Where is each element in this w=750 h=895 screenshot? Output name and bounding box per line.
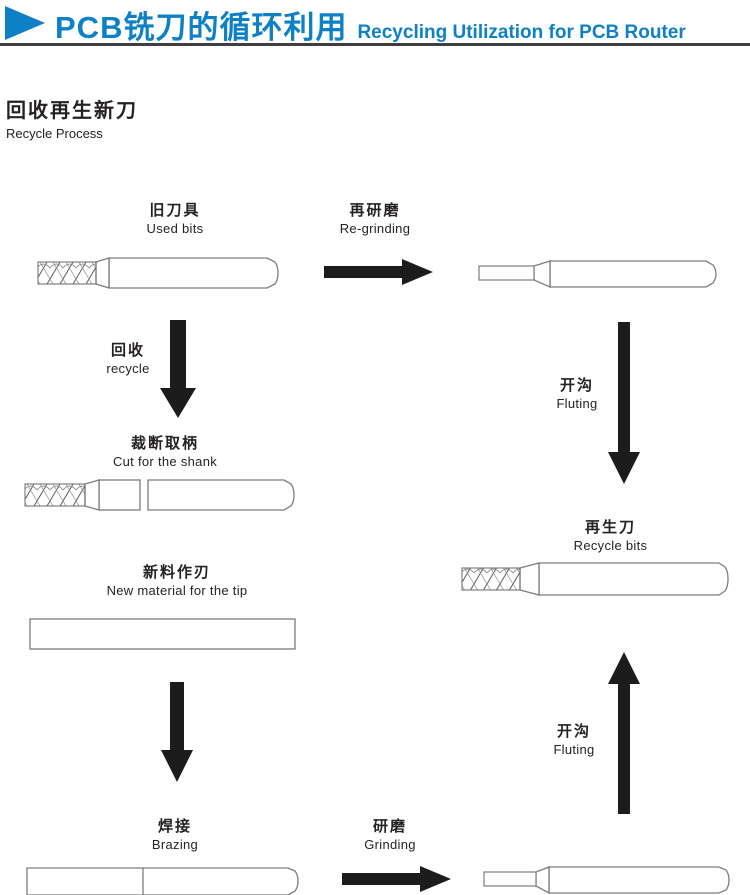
label-used-bits-zh: 旧刀具 [149, 202, 201, 219]
label-new-material-en: New material for the tip [106, 583, 248, 598]
label-new-material-zh: 新料作刃 [142, 564, 211, 581]
ground-bit-illustration [483, 866, 730, 895]
label-fluting-bottom-zh: 开沟 [556, 723, 591, 740]
brazing-down-arrow [161, 682, 193, 782]
fluting-down-arrow [608, 322, 640, 484]
brazed-rod-illustration [26, 867, 299, 895]
label-new-material: 新料作刃 New material for the tip [72, 563, 282, 600]
section-heading: 回收再生新刀 Recycle Process [6, 94, 138, 141]
recycle-down-arrow [160, 320, 196, 418]
label-fluting-bottom-en: Fluting [553, 742, 595, 757]
label-fluting-bottom: 开沟 Fluting [540, 722, 608, 759]
label-used-bits-en: Used bits [146, 221, 204, 236]
header-triangle-icon [5, 6, 45, 40]
label-recycle-zh: 回收 [110, 342, 145, 359]
label-fluting-top-zh: 开沟 [559, 377, 594, 394]
section-title-en: Recycle Process [6, 126, 103, 141]
regrinding-right-arrow [324, 259, 433, 285]
label-brazing-en: Brazing [151, 837, 199, 852]
label-cut-shank-zh: 裁断取柄 [130, 435, 199, 452]
page-title-zh: PCB铣刀的循环利用 [55, 10, 348, 45]
used-bit-illustration [37, 257, 279, 289]
header-divider [0, 43, 750, 46]
label-regrinding: 再研磨 Re-grinding [310, 201, 440, 238]
new-material-rod-illustration [29, 618, 296, 650]
label-grinding: 研磨 Grinding [325, 817, 455, 854]
reground-bit-illustration [478, 260, 717, 288]
label-recycle-bits-zh: 再生刀 [584, 519, 636, 536]
cut-bit-illustration [24, 479, 295, 511]
label-recycle-bits: 再生刀 Recycle bits [528, 518, 693, 555]
label-grinding-en: Grinding [364, 837, 416, 852]
label-cut-shank-en: Cut for the shank [112, 454, 218, 469]
label-used-bits: 旧刀具 Used bits [100, 201, 250, 238]
section-title-zh: 回收再生新刀 [6, 100, 138, 122]
fluting-up-arrow [608, 652, 640, 814]
page-title-en: Recycling Utilization for PCB Router [357, 22, 686, 43]
label-brazing: 焊接 Brazing [125, 817, 225, 854]
label-fluting-top-en: Fluting [556, 396, 598, 411]
label-recycle: 回收 recycle [92, 341, 164, 378]
page-title: PCB铣刀的循环利用 Recycling Utilization for PCB… [55, 2, 686, 47]
label-grinding-zh: 研磨 [372, 818, 407, 835]
label-fluting-top: 开沟 Fluting [543, 376, 611, 413]
grinding-right-arrow [342, 866, 451, 892]
label-regrinding-zh: 再研磨 [349, 202, 401, 219]
label-brazing-zh: 焊接 [157, 818, 192, 835]
label-regrinding-en: Re-grinding [339, 221, 411, 236]
label-recycle-bits-en: Recycle bits [573, 538, 648, 553]
label-recycle-en: recycle [106, 361, 150, 376]
recycle-bit-illustration [461, 562, 729, 596]
label-cut-shank: 裁断取柄 Cut for the shank [70, 434, 260, 471]
